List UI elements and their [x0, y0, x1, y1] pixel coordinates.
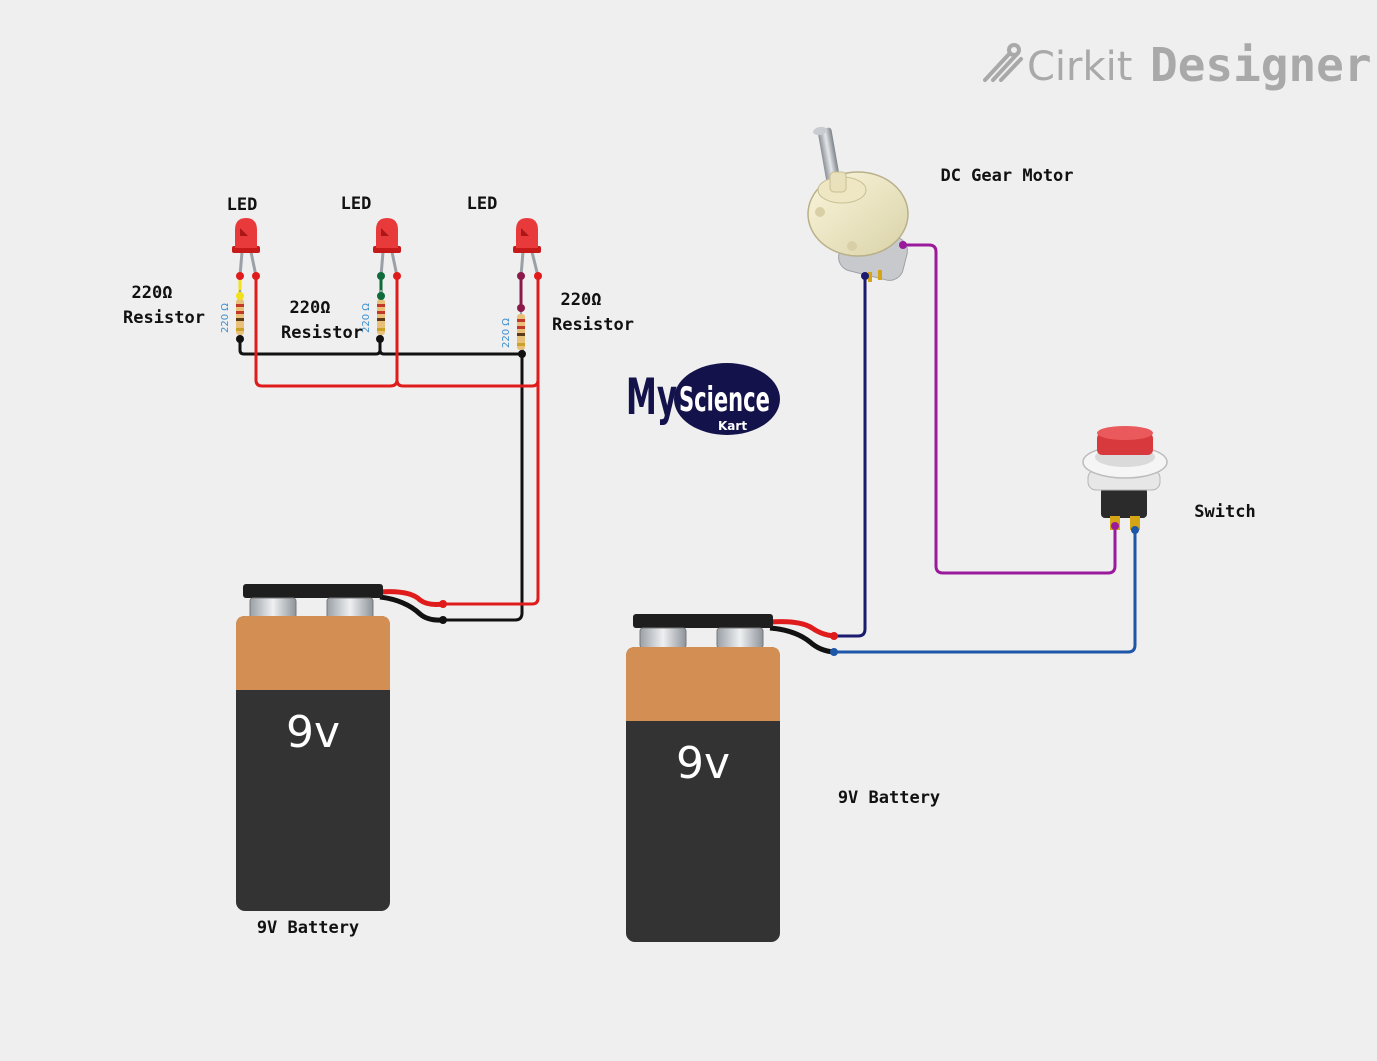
brand-name-designer: Designer	[1150, 38, 1372, 92]
resistor1-name-label: Resistor	[123, 308, 205, 328]
resistor3-code: 220 Ω	[501, 318, 512, 348]
battery2-label: 9V Battery	[838, 788, 940, 808]
logo-ellipse	[674, 363, 780, 435]
dc-gear-motor[interactable]	[807, 126, 910, 283]
resistor3-value-label: 220Ω	[561, 290, 602, 310]
motor-label: DC Gear Motor	[940, 166, 1073, 186]
resistor-2[interactable]	[376, 290, 385, 343]
led3-cathode-pin[interactable]	[517, 272, 525, 280]
cirkit-designer-brand: Cirkit Designer	[983, 38, 1372, 92]
motor-terminal-a[interactable]	[861, 272, 869, 280]
resistor2-value-label: 220Ω	[290, 298, 331, 318]
logo-word-kart: Kart	[718, 419, 747, 433]
led1-anode-pin[interactable]	[252, 272, 260, 280]
resistor-3[interactable]	[517, 304, 526, 358]
wire-positive-rail[interactable]	[254, 276, 540, 606]
resistor3-name-label: Resistor	[552, 315, 634, 335]
motor-terminal-b[interactable]	[899, 241, 907, 249]
battery1-label: 9V Battery	[257, 918, 359, 938]
led-1[interactable]	[232, 218, 260, 280]
battery1-positive-terminal[interactable]	[439, 600, 447, 608]
wire-motor-to-switch[interactable]	[903, 243, 1117, 575]
led1-cathode-pin[interactable]	[236, 272, 244, 280]
led2-anode-pin[interactable]	[393, 272, 401, 280]
resistor1-value-label: 220Ω	[132, 283, 173, 303]
led-3[interactable]	[513, 218, 542, 280]
resistor2-name-label: Resistor	[281, 323, 363, 343]
battery2-print: 9v	[676, 738, 730, 789]
push-switch[interactable]	[1082, 426, 1168, 534]
battery1-print: 9v	[286, 707, 340, 758]
led-2[interactable]	[373, 218, 401, 280]
brand-name-cirkit: Cirkit	[1027, 44, 1132, 90]
battery2-negative-terminal[interactable]	[830, 648, 838, 656]
resistor1-code: 220 Ω	[220, 303, 231, 333]
resistor2-code: 220 Ω	[361, 303, 372, 333]
battery-1[interactable]: 9v	[236, 584, 447, 911]
wire-switch-to-battery[interactable]	[834, 530, 1137, 654]
battery2-positive-terminal[interactable]	[830, 632, 838, 640]
battery1-negative-terminal[interactable]	[439, 616, 447, 624]
led2-label: LED	[341, 194, 372, 214]
wire-battery-to-motor[interactable]	[834, 276, 867, 638]
resistor-1[interactable]	[236, 290, 244, 343]
wires-right-circuit	[834, 243, 1137, 654]
led1-label: LED	[227, 195, 258, 215]
switch-pin-2[interactable]	[1131, 526, 1139, 534]
logo-word-science: Science	[679, 380, 770, 420]
led3-anode-pin[interactable]	[534, 272, 542, 280]
myscience-kart-logo: My Science Kart	[626, 363, 780, 435]
switch-pin-1[interactable]	[1111, 522, 1119, 530]
cirkit-logo-icon	[983, 43, 1023, 82]
led3-label: LED	[467, 194, 498, 214]
battery-2[interactable]: 9v	[626, 614, 838, 942]
switch-label: Switch	[1194, 502, 1255, 522]
wire-negative-rail[interactable]	[238, 330, 524, 622]
led2-cathode-pin[interactable]	[377, 272, 385, 280]
logo-word-my: My	[626, 367, 677, 426]
